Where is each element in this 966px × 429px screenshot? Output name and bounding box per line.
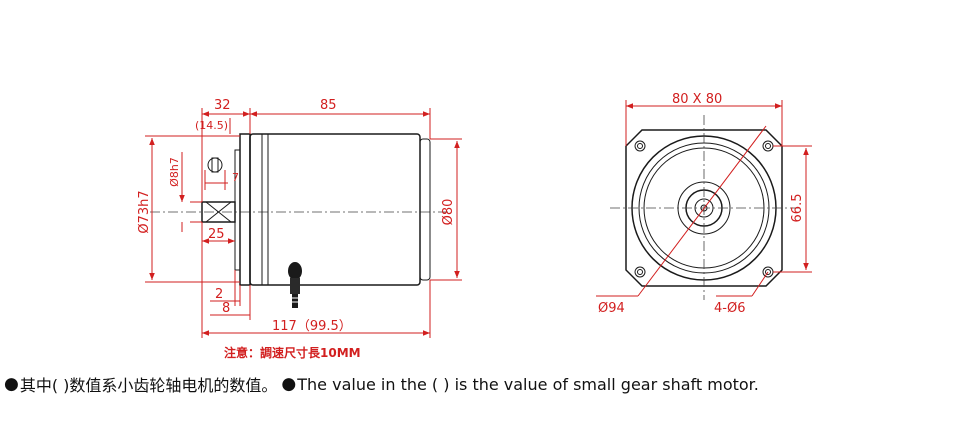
- label-body-dia: Ø80: [441, 199, 456, 226]
- label-dim-2: 2: [215, 287, 223, 302]
- label-key-7: 7: [232, 171, 239, 184]
- motor-body: [249, 133, 421, 286]
- label-hole-pitch: 66.5: [790, 194, 805, 223]
- label-holes: 4-Ø6: [714, 301, 745, 316]
- front-view: 80 X 80 66.5 Ø94 4-Ø6: [596, 92, 812, 316]
- label-key-25: 25: [208, 227, 225, 242]
- label-square-size: 80 X 80: [672, 92, 722, 107]
- label-pcd: Ø94: [598, 301, 625, 316]
- label-flange-32: 32: [214, 98, 231, 113]
- caption-chinese: 其中( )数值系小齿轮轴电机的数值。: [19, 376, 278, 395]
- cable-gland: [288, 262, 302, 308]
- front-square-flange: [625, 129, 783, 287]
- label-shaft-dia: Ø8h7: [168, 157, 181, 187]
- label-pilot-dia: Ø73h7: [137, 190, 152, 233]
- note-speed-control: 注意：調速尺寸長10MM: [224, 345, 361, 360]
- motor-shaft: [201, 201, 236, 223]
- footnote-caption: ● 其中( )数值系小齿轮轴电机的数值。 ● The value in the …: [4, 370, 964, 398]
- label-flange-small: (14.5): [195, 119, 228, 132]
- label-body-85: 85: [320, 98, 337, 113]
- mount-hole-bl: [634, 266, 646, 278]
- label-dim-8: 8: [222, 301, 230, 316]
- bullet-zh: ●: [4, 374, 19, 394]
- label-total-length: 117（99.5）: [272, 319, 352, 334]
- side-view: Ø73h7 Ø8h7 7 25 32 (14.5) 85 Ø80: [137, 98, 462, 360]
- motor-flange: [239, 133, 251, 286]
- mount-hole-tr: [762, 140, 774, 152]
- caption-english: The value in the ( ) is the value of sma…: [297, 374, 759, 394]
- mount-hole-tl: [634, 140, 646, 152]
- bullet-en: ●: [281, 374, 297, 394]
